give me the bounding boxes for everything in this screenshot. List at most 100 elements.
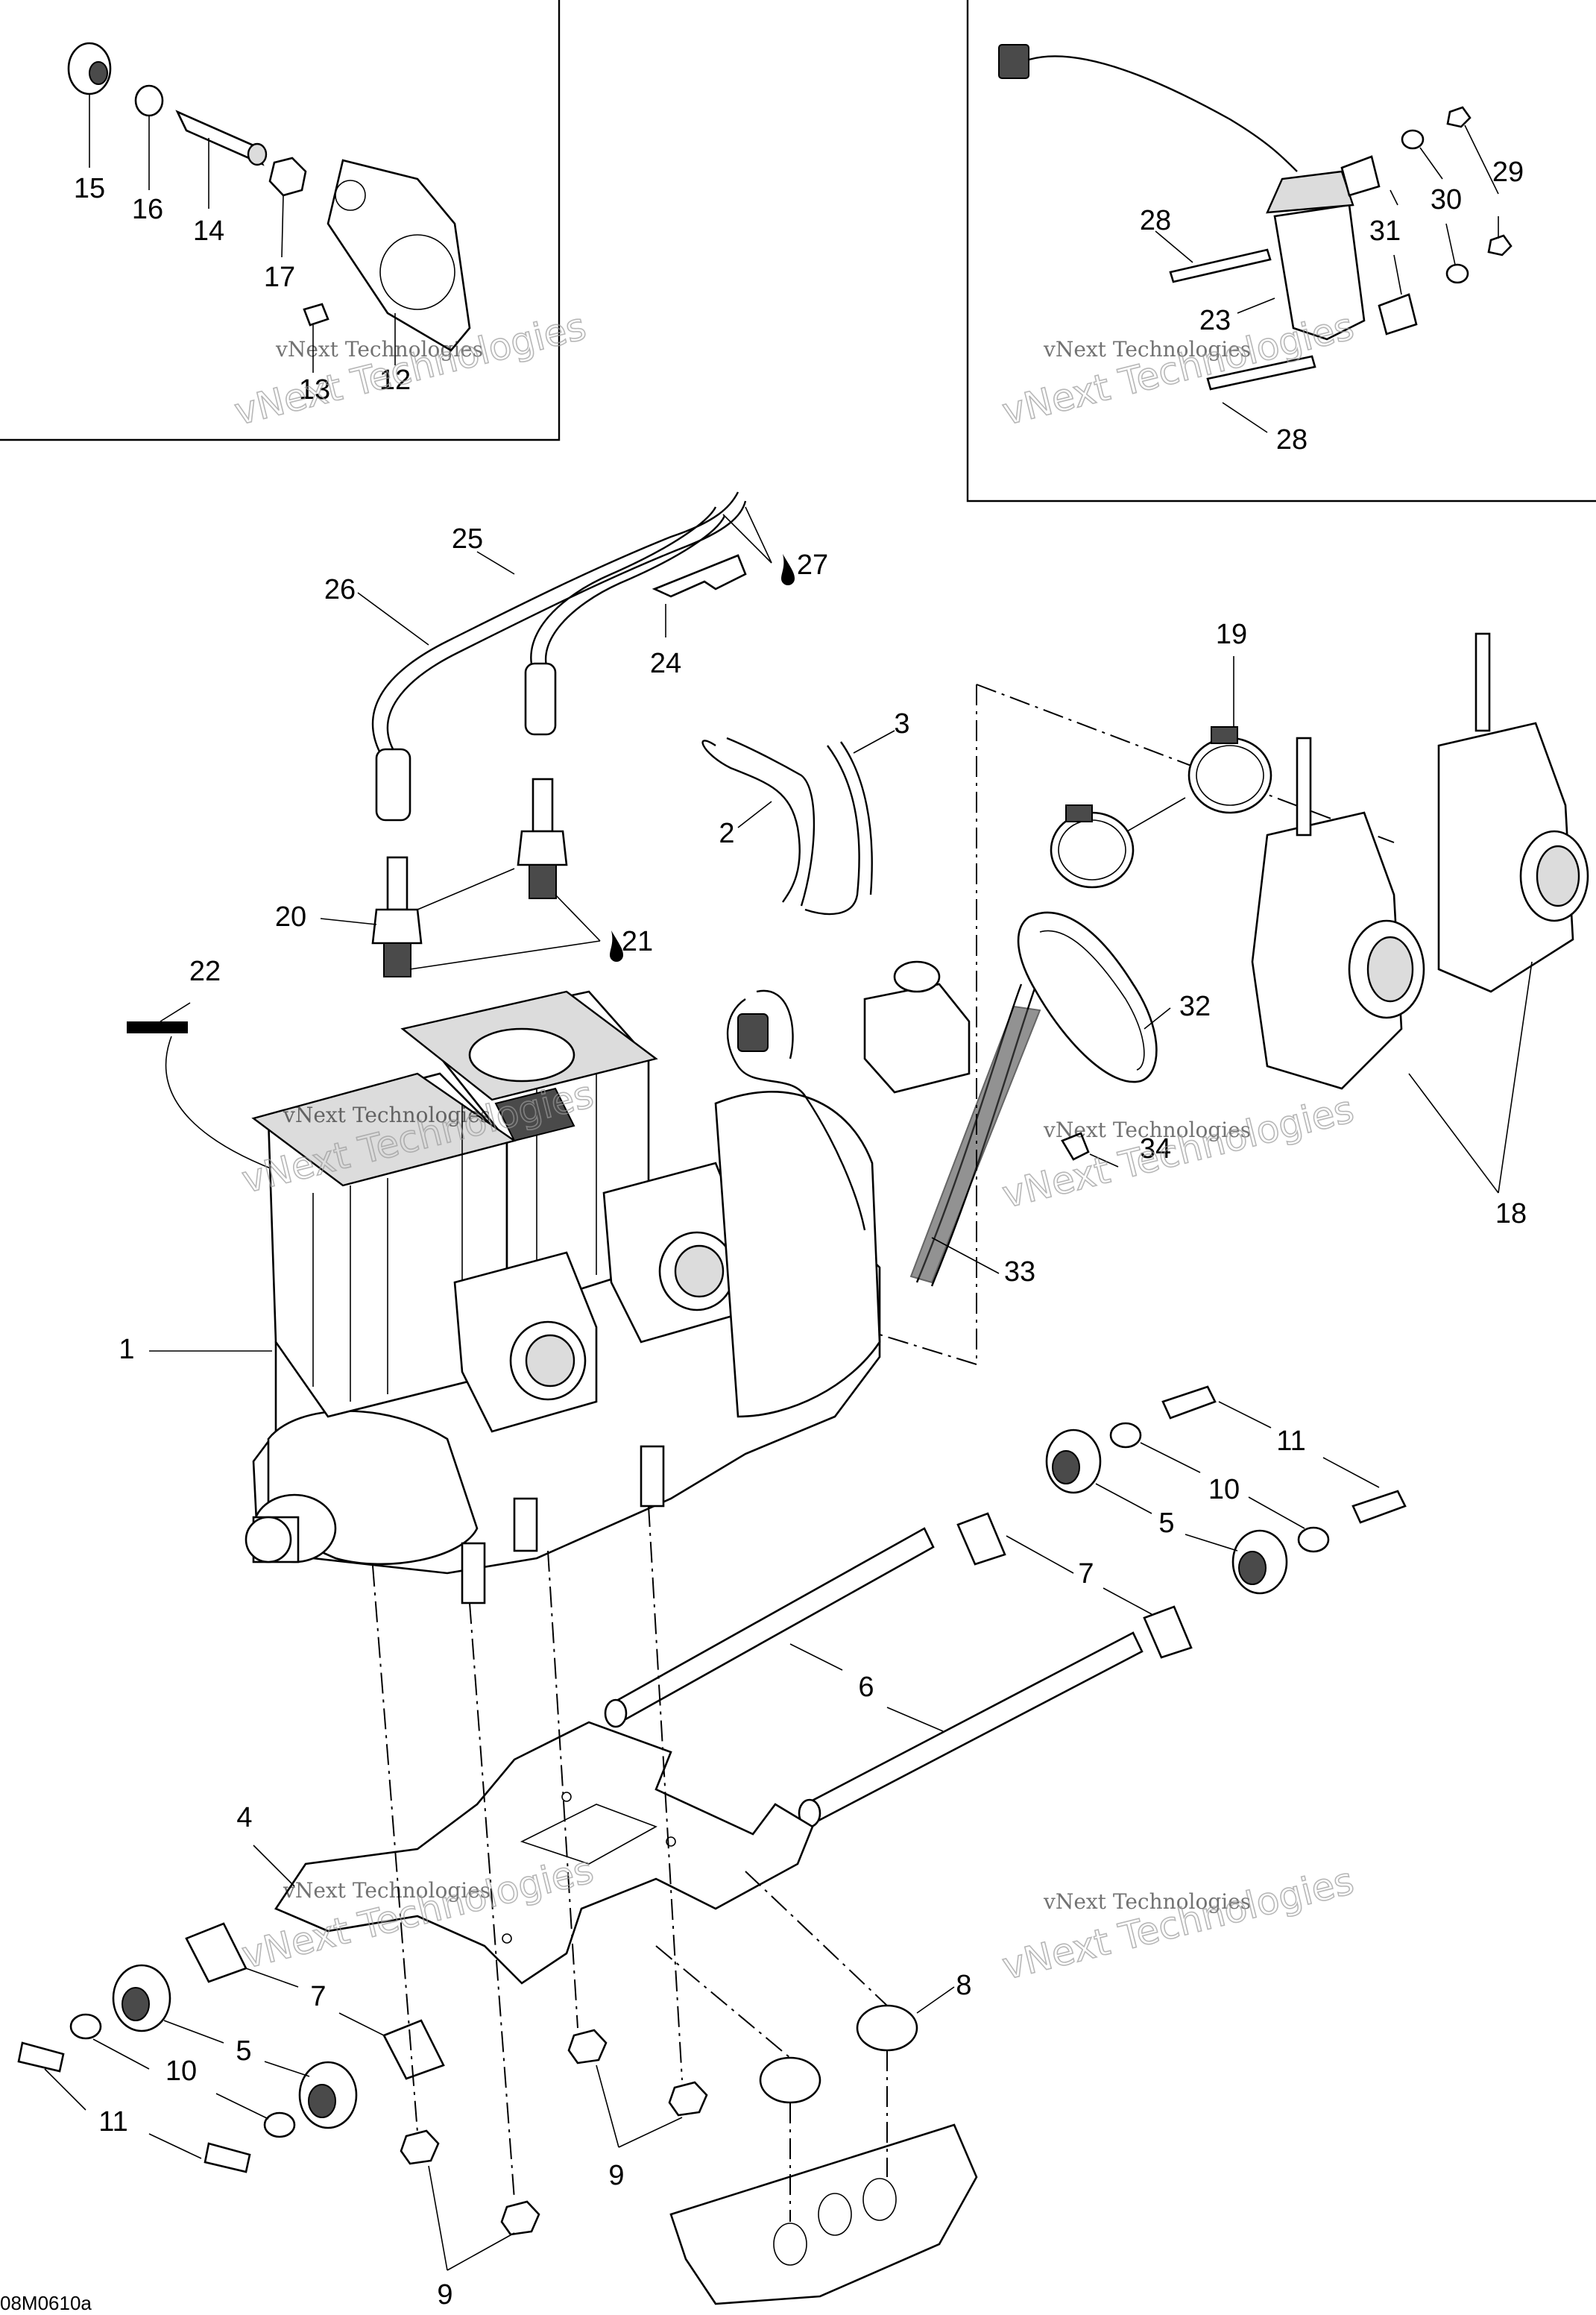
figure-id: 08M0610a xyxy=(0,2292,92,2314)
watermark-small-1: vNext Technologies xyxy=(275,337,483,362)
part-8-bumper-right xyxy=(856,2004,918,2052)
callout-26: 26 xyxy=(324,574,356,605)
oil-line-connector xyxy=(737,1013,769,1052)
callout-10-right: 10 xyxy=(1208,1474,1240,1505)
part-10-washer-lower xyxy=(1297,1526,1330,1553)
callout-9-right: 9 xyxy=(608,2160,624,2191)
callout-7-right: 7 xyxy=(1078,1558,1094,1590)
watermark-small-4: vNext Technologies xyxy=(1043,1118,1251,1142)
oil-system xyxy=(726,684,1395,1366)
callout-5-right: 5 xyxy=(1158,1508,1174,1539)
part-24-wire-clip xyxy=(652,554,747,598)
part-31-spacer-top xyxy=(1340,155,1381,197)
callout-4: 4 xyxy=(236,1802,252,1833)
part-34-clip xyxy=(1061,1132,1090,1161)
watermark-small-5: vNext Technologies xyxy=(283,1878,491,1903)
callout-11-right: 11 xyxy=(1276,1426,1305,1457)
part-10-washer-upper xyxy=(1109,1422,1142,1449)
part-29-nut-top xyxy=(1446,106,1472,128)
part-2-hose xyxy=(701,740,801,903)
spark-plugs xyxy=(320,778,623,977)
callout-33: 33 xyxy=(1004,1256,1035,1288)
callout-14: 14 xyxy=(193,215,224,247)
part-7-bushing-lower xyxy=(1143,1605,1193,1659)
part-10-washer-left-upper xyxy=(69,2013,102,2040)
part-4-engine-support xyxy=(274,1721,814,1985)
watermark-small-2: vNext Technologies xyxy=(1043,337,1251,362)
callout-15: 15 xyxy=(74,173,105,204)
callout-23: 23 xyxy=(1199,305,1231,336)
callout-28-bottom: 28 xyxy=(1276,424,1308,456)
watermark-small-3: vNext Technologies xyxy=(283,1103,491,1127)
part-10-washer-left-lower xyxy=(263,2111,296,2138)
callout-2: 2 xyxy=(719,818,734,849)
part-17-nut xyxy=(268,157,307,197)
callout-34: 34 xyxy=(1140,1133,1171,1165)
part-14-spacer xyxy=(175,110,265,166)
carburetors xyxy=(1050,632,1589,1194)
callout-labels: 15 16 14 17 13 12 28 23 31 30 29 28 25 2… xyxy=(74,157,1527,2311)
callout-29: 29 xyxy=(1492,157,1524,188)
callout-32: 32 xyxy=(1179,991,1211,1022)
part-26-wire xyxy=(371,491,739,754)
callout-25: 25 xyxy=(452,523,483,555)
callout-27: 27 xyxy=(797,549,828,581)
part-28-bolt-top xyxy=(1169,248,1272,283)
part-22-decal xyxy=(127,1021,188,1033)
part-6-shaft-lower xyxy=(804,1631,1144,1824)
inset-plate-detail xyxy=(0,0,561,441)
part-9-nut-1 xyxy=(400,2129,440,2165)
hoses xyxy=(701,730,895,916)
part-7-bushing-left-upper xyxy=(185,1922,247,1983)
part-25-wire xyxy=(530,506,717,672)
callout-9-left: 9 xyxy=(437,2279,452,2311)
part-11-bolt-left-lower xyxy=(204,2142,251,2173)
callout-3: 3 xyxy=(894,708,909,740)
part-9-nut-3 xyxy=(567,2029,608,2064)
inset-left-border xyxy=(0,0,561,441)
part-7-bushing-upper xyxy=(956,1512,1006,1566)
mount-hardware-right xyxy=(604,1385,1407,1828)
callout-21: 21 xyxy=(622,926,653,957)
callout-10-left: 10 xyxy=(165,2056,197,2087)
part-11-bolt-left-upper xyxy=(17,2041,65,2073)
callout-18: 18 xyxy=(1495,1198,1527,1229)
callout-13: 13 xyxy=(299,374,330,406)
wire-boot-left xyxy=(375,748,411,822)
callout-20: 20 xyxy=(275,901,306,933)
watermark-small-6: vNext Technologies xyxy=(1043,1889,1251,1914)
callout-24: 24 xyxy=(650,648,681,679)
part-20-spark-plug-right xyxy=(532,778,554,833)
callout-30: 30 xyxy=(1431,184,1462,215)
callout-19: 19 xyxy=(1216,619,1247,650)
part-8-bumper-left xyxy=(759,2056,821,2104)
callout-1: 1 xyxy=(119,1334,134,1365)
callout-17: 17 xyxy=(264,262,295,293)
lubricant-drop-icon xyxy=(781,554,795,585)
callout-22: 22 xyxy=(189,956,221,987)
part-9-nut-4 xyxy=(668,2081,708,2117)
alignment-lines xyxy=(372,1505,888,2222)
part-30-washer-bottom xyxy=(1445,263,1469,284)
callout-6: 6 xyxy=(858,1672,874,1703)
part-3-hose xyxy=(804,745,860,916)
oil-solenoid-box xyxy=(863,983,971,1094)
part-11-bolt-upper xyxy=(1161,1385,1217,1420)
watermark-big-4: vNext Technologies xyxy=(998,1087,1358,1216)
callout-28-top: 28 xyxy=(1140,205,1171,236)
callout-31: 31 xyxy=(1369,215,1401,247)
engine-support xyxy=(17,1721,978,2305)
part-9-nut-2 xyxy=(500,2200,540,2236)
callout-16: 16 xyxy=(132,194,163,225)
engine-rave-valve xyxy=(494,1087,575,1142)
part-16-washer xyxy=(134,84,164,117)
part-28-bolt-bottom xyxy=(1206,355,1316,391)
part-32-strap xyxy=(1017,911,1158,1083)
part-30-washer-top xyxy=(1401,129,1425,150)
callout-12: 12 xyxy=(379,365,411,396)
ignition-wires xyxy=(357,491,795,822)
callout-7-left: 7 xyxy=(310,1981,326,2012)
part-20-spark-plug-left xyxy=(386,856,409,911)
